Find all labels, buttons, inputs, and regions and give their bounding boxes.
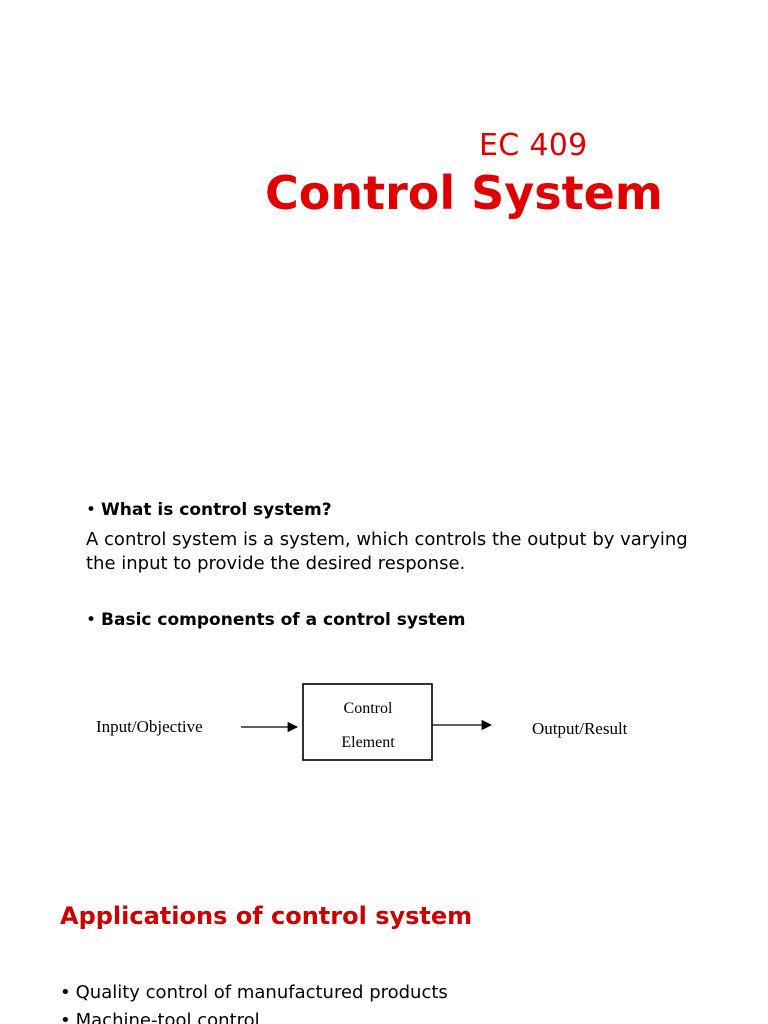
- course-code: EC 409: [479, 128, 588, 163]
- question-basic-components: •Basic components of a control system: [86, 610, 466, 630]
- block-diagram: Input/Objective Control Element Output/R…: [96, 683, 628, 761]
- question-text: What is control system?: [101, 500, 332, 520]
- bullet-icon: •: [86, 500, 97, 520]
- definition-paragraph: A control system is a system, which cont…: [86, 528, 726, 576]
- application-text: Machine-tool control: [75, 1010, 260, 1024]
- definition-line: the input to provide the desired respons…: [86, 553, 466, 574]
- application-item: • Machine-tool control: [60, 1010, 260, 1024]
- output-label: Output/Result: [532, 719, 628, 738]
- bullet-icon: •: [60, 1010, 71, 1024]
- block-label-line2: Element: [341, 734, 395, 751]
- block-label-line1: Control: [344, 700, 393, 717]
- bullet-icon: •: [60, 982, 71, 1003]
- definition-line: A control system is a system, which cont…: [86, 529, 688, 550]
- application-text: Quality control of manufactured products: [75, 982, 448, 1003]
- page-title: Control System: [265, 166, 663, 220]
- applications-heading: Applications of control system: [60, 902, 473, 930]
- control-element-block: [302, 683, 433, 761]
- question-what-is-control-system: •What is control system?: [86, 500, 332, 520]
- input-label: Input/Objective: [96, 717, 203, 736]
- question-text: Basic components of a control system: [101, 610, 466, 630]
- bullet-icon: •: [86, 610, 97, 630]
- application-item: •Quality control of manufactured product…: [60, 982, 448, 1003]
